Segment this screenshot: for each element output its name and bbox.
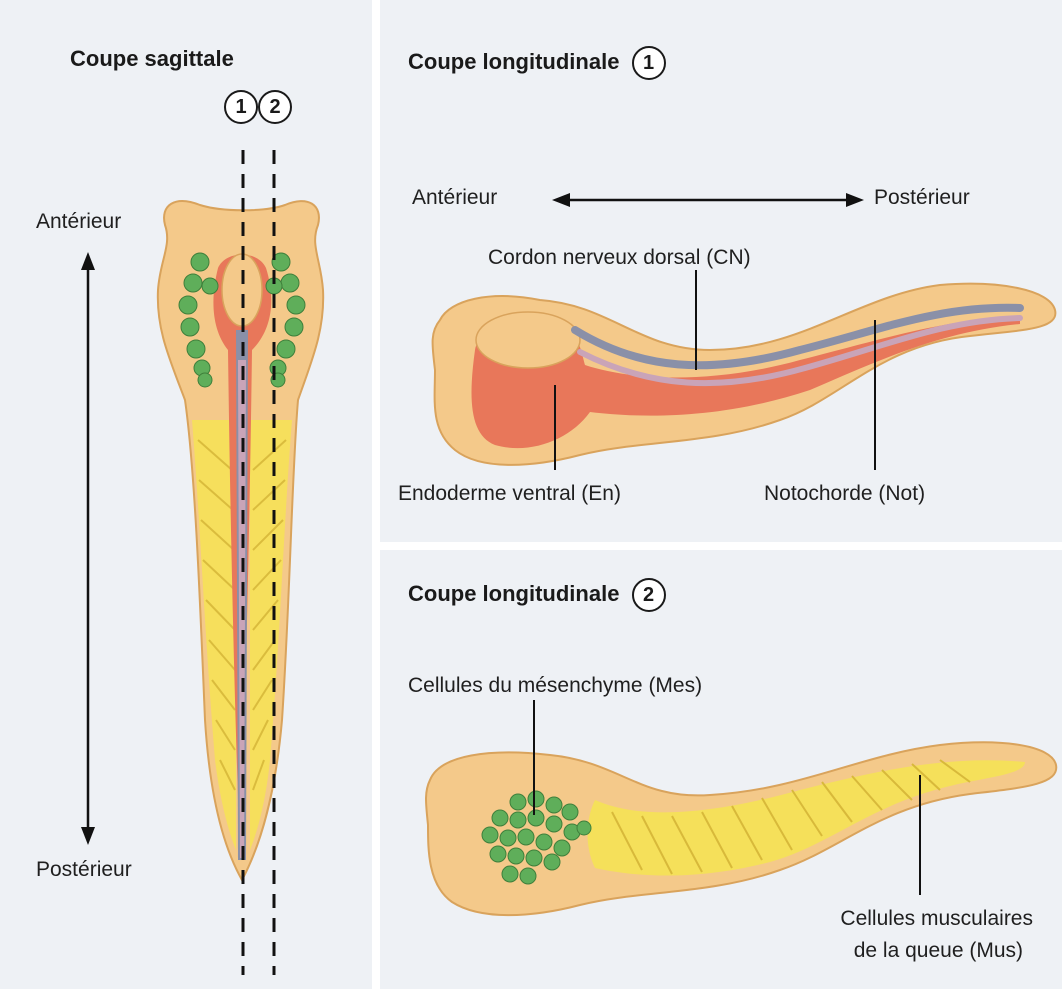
lt1-anterior-label: Antérieur [412, 186, 497, 210]
lt1-arrow-right [846, 193, 864, 207]
lt1-endoderm-label: Endoderme ventral (En) [398, 482, 621, 506]
ap-arrow-up [81, 252, 95, 270]
lt2-mesenchyme-label: Cellules du mésenchyme (Mes) [408, 674, 702, 698]
ap-arrow-down [81, 827, 95, 845]
longitudinal-1-panel: Coupe longitudinale 1 Antérieur Postérie… [380, 0, 1062, 542]
plane-2-number: 2 [258, 90, 292, 124]
longitudinal-1-drawing [380, 0, 1062, 542]
sagittal-sensory-vesicle [222, 254, 262, 326]
longitudinal-2-panel: Coupe longitudinale 2 [380, 550, 1062, 989]
lt1-sensory-vesicle [476, 312, 580, 368]
plane-2-marker: 2 [258, 90, 292, 124]
sagittal-larva-drawing [0, 0, 372, 989]
sagittal-panel: Coupe sagittale [0, 0, 372, 989]
plane-1-number: 1 [224, 90, 258, 124]
left-posterior-label: Postérieur [36, 858, 132, 882]
lt2-muscle-label-1: Cellules musculaires [763, 907, 1033, 931]
left-anterior-label: Antérieur [36, 210, 121, 234]
lt1-posterior-label: Postérieur [874, 186, 970, 210]
lt2-muscle-label-2: de la queue (Mus) [763, 939, 1023, 963]
lt1-arrow-left [552, 193, 570, 207]
lt1-notochord-label: Notochorde (Not) [764, 482, 925, 506]
lt1-nerve-cord-label: Cordon nerveux dorsal (CN) [488, 246, 751, 270]
plane-1-marker: 1 [224, 90, 258, 124]
